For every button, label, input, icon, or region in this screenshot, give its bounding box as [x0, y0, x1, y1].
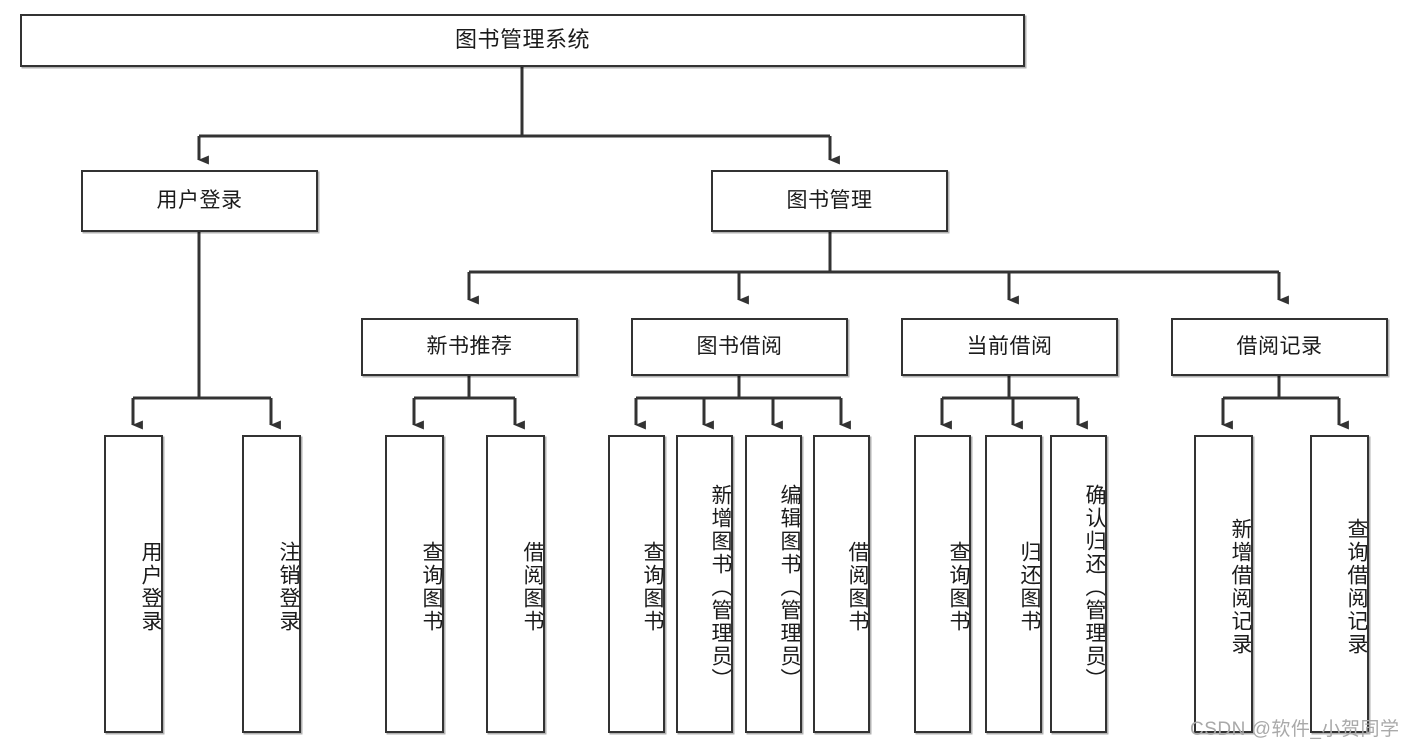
leaf-add-book-admin[interactable]: 新增图书（管理员） [676, 435, 733, 733]
leaf-logout[interactable]: 注销登录 [242, 435, 301, 733]
leaf-add-borrow-record[interactable]: 新增借阅记录 [1194, 435, 1253, 733]
csdn-watermark: CSDN @软件_小贺同学 [1190, 719, 1400, 740]
leaf-user-login[interactable]: 用户登录 [104, 435, 163, 733]
leaf-borrow-book[interactable]: 借阅图书 [813, 435, 870, 733]
leaf-confirm-return-admin[interactable]: 确认归还（管理员） [1050, 435, 1107, 733]
node-book-borrow[interactable]: 图书借阅 [631, 318, 848, 376]
node-current-borrow[interactable]: 当前借阅 [901, 318, 1118, 376]
node-root-system[interactable]: 图书管理系统 [20, 14, 1025, 67]
leaf-query-book-current[interactable]: 查询图书 [914, 435, 971, 733]
leaf-return-book[interactable]: 归还图书 [985, 435, 1042, 733]
leaf-query-borrow-record[interactable]: 查询借阅记录 [1310, 435, 1369, 733]
leaf-query-book-newbook[interactable]: 查询图书 [385, 435, 444, 733]
node-new-book-recommend[interactable]: 新书推荐 [361, 318, 578, 376]
node-book-management[interactable]: 图书管理 [711, 170, 948, 232]
leaf-query-book-borrow[interactable]: 查询图书 [608, 435, 665, 733]
leaf-borrow-book-newbook[interactable]: 借阅图书 [486, 435, 545, 733]
node-user-login[interactable]: 用户登录 [81, 170, 318, 232]
leaf-edit-book-admin[interactable]: 编辑图书（管理员） [745, 435, 802, 733]
node-borrow-record[interactable]: 借阅记录 [1171, 318, 1388, 376]
